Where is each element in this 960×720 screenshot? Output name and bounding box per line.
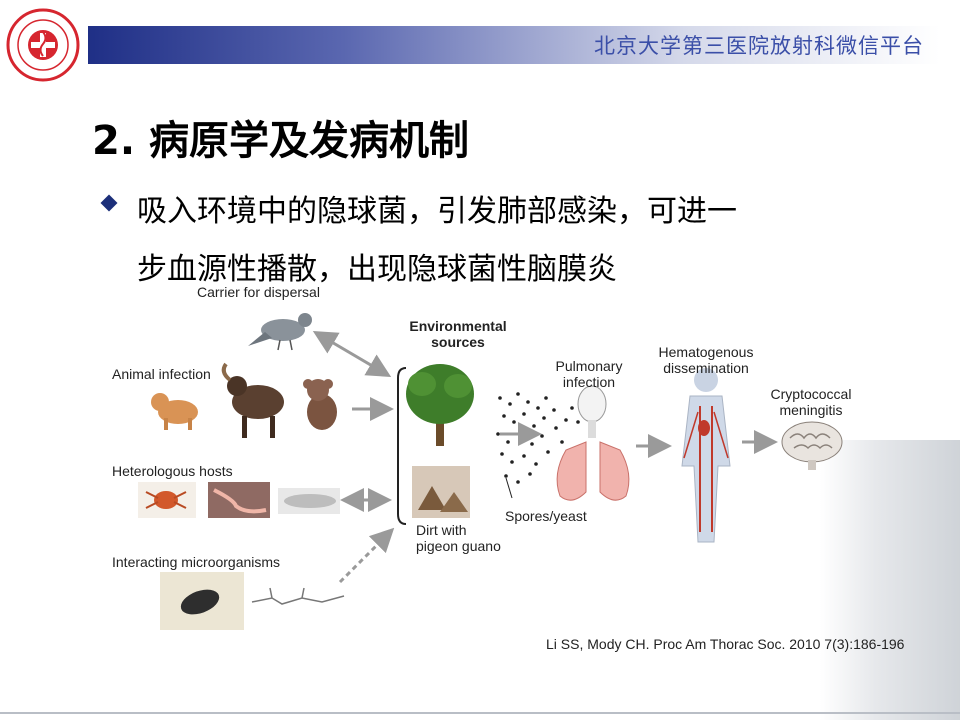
bullet-text-line-2: 步血源性播散，出现隐球菌性脑膜炎 <box>137 252 617 287</box>
label-dirt-line1: Dirt with <box>416 522 467 538</box>
spores-pointer <box>505 477 513 499</box>
pathogenesis-diagram: Carrier for dispersal Animal infection H… <box>100 282 870 642</box>
lungs-icon <box>556 385 630 501</box>
label-spores: Spores/yeast <box>505 508 587 524</box>
label-dirt-line2: pigeon guano <box>416 538 501 554</box>
label-microorganisms: Interacting microorganisms <box>112 554 281 570</box>
arrow-micro <box>338 527 395 584</box>
bullet-text-line-1: 吸入环境中的隐球菌，引发肺部感染，可进一 <box>137 194 737 229</box>
bottom-rule <box>0 712 960 714</box>
label-dirt: Dirt with pigeon guano <box>416 522 501 554</box>
header-platform-text: 北京大学第三医院放射科微信平台 <box>594 34 924 58</box>
label-env-line2: sources <box>431 334 485 350</box>
arrow-carrier <box>312 330 392 378</box>
environment-bracket <box>397 367 407 525</box>
label-hematogenous: Hematogenous dissemination <box>646 344 766 376</box>
label-heterologous-hosts: Heterologous hosts <box>112 463 233 479</box>
label-pulmonary: Pulmonary infection <box>546 358 632 390</box>
label-crypto-line1: Cryptococcal <box>770 386 852 402</box>
diagram-graphics <box>138 313 843 630</box>
label-pulm-line1: Pulmonary <box>555 358 623 374</box>
cat-icon <box>151 393 198 430</box>
label-hema-line2: dissemination <box>663 360 749 376</box>
label-cryptococcal: Cryptococcal meningitis <box>756 386 866 418</box>
brain-icon <box>781 421 843 470</box>
header-bar <box>88 26 940 64</box>
tree-icon <box>406 364 474 446</box>
label-environmental-sources: Environmental sources <box>392 318 524 350</box>
label-carrier: Carrier for dispersal <box>197 284 320 300</box>
label-animal-infection: Animal infection <box>112 366 211 382</box>
label-crypto-line2: meningitis <box>779 402 843 418</box>
citation: Li SS, Mody CH. Proc Am Thorac Soc. 2010… <box>546 636 905 652</box>
spores-dots <box>496 392 580 484</box>
human-body-icon <box>681 368 731 543</box>
hospital-logo <box>6 8 80 82</box>
label-hema-line1: Hematogenous <box>658 344 754 360</box>
slide-title: 2. 病原学及发病机制 <box>92 118 469 164</box>
fungal-hyphae <box>251 587 345 605</box>
koala-icon <box>303 379 337 430</box>
bullet-diamond-icon <box>100 194 118 212</box>
background-decoration <box>820 440 960 720</box>
label-env-line1: Environmental <box>409 318 507 334</box>
label-pulm-line2: infection <box>562 374 616 390</box>
pigeon-icon <box>248 313 312 351</box>
goat-icon <box>221 362 284 438</box>
